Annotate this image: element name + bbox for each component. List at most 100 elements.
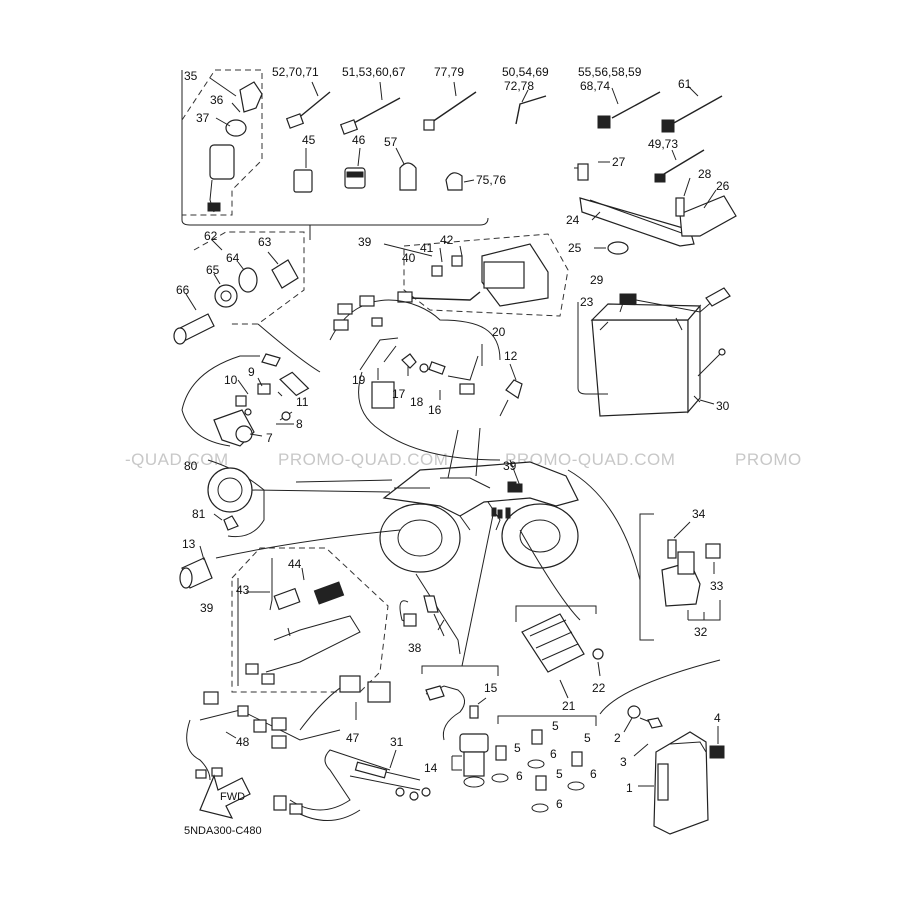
callout-57: 57 — [384, 135, 398, 149]
nut-part — [225, 119, 247, 137]
battery-group — [577, 287, 731, 417]
callout-42: 42 — [440, 233, 454, 247]
coupler-row — [293, 147, 475, 193]
switch-coupler — [207, 202, 221, 212]
callout-48: 48 — [236, 735, 250, 749]
callout-72-78: 72,78 — [504, 79, 534, 93]
callout-66: 66 — [176, 283, 190, 297]
callout-6c: 6 — [590, 767, 597, 781]
neutral-switch-group — [399, 573, 461, 655]
callout-39-center: 39 — [503, 459, 517, 473]
key-part — [239, 81, 263, 113]
callout-43: 43 — [236, 583, 250, 597]
callout-62: 62 — [204, 229, 218, 243]
callout-10: 10 — [224, 373, 238, 387]
callout-30: 30 — [716, 399, 730, 413]
callout-20: 20 — [492, 325, 506, 339]
callout-50-54-69: 50,54,69 — [502, 65, 549, 79]
callout-19: 19 — [352, 373, 366, 387]
callout-34: 34 — [692, 507, 706, 521]
callout-55-56-58-59: 55,56,58,59 — [578, 65, 642, 79]
callout-37: 37 — [196, 111, 210, 125]
watermark-band: -QUAD.COM PROMO-QUAD.COM PROMO-QUAD.COM … — [125, 450, 802, 469]
callout-4: 4 — [714, 711, 721, 725]
cdi-unit-group — [599, 659, 725, 835]
callout-77-79: 77,79 — [434, 65, 464, 79]
callout-39-lower: 39 — [200, 601, 214, 615]
callout-2: 2 — [614, 731, 621, 745]
callout-12: 12 — [504, 349, 518, 363]
callout-41: 41 — [420, 241, 434, 255]
callout-11: 11 — [296, 395, 309, 409]
screw-set-group — [491, 715, 597, 813]
callout-27: 27 — [612, 155, 626, 169]
callout-5b: 5 — [552, 719, 559, 733]
callout-36: 36 — [210, 93, 224, 107]
callout-46: 46 — [352, 133, 366, 147]
switch-body — [209, 144, 235, 180]
dc-socket-group — [173, 231, 321, 373]
watermark-1: -QUAD.COM — [125, 450, 229, 469]
callout-39-upper: 39 — [358, 235, 372, 249]
fuse-box-group — [383, 233, 569, 317]
callout-49-73: 49,73 — [648, 137, 678, 151]
callout-25: 25 — [568, 241, 582, 255]
callout-29: 29 — [590, 273, 604, 287]
callout-65: 65 — [206, 263, 220, 277]
callout-40: 40 — [402, 251, 416, 265]
callout-80: 80 — [184, 459, 198, 473]
callout-81: 81 — [192, 507, 206, 521]
callout-26: 26 — [716, 179, 730, 193]
lower-harness-group — [231, 547, 389, 693]
callout-52-70-71: 52,70,71 — [272, 65, 319, 79]
main-switch-group — [207, 77, 263, 213]
speed-sensor-group — [421, 509, 499, 788]
callout-35: 35 — [184, 69, 198, 83]
battery-cable-group — [273, 749, 431, 821]
callout-32: 32 — [694, 625, 708, 639]
callout-68-74: 68,74 — [580, 79, 610, 93]
horn-group — [179, 459, 401, 589]
callout-14: 14 — [424, 761, 438, 775]
ignition-coil-group — [181, 353, 310, 447]
callout-5a: 5 — [514, 741, 521, 755]
callout-13: 13 — [182, 537, 196, 551]
callout-17: 17 — [392, 387, 406, 401]
watermark-3: PROMO-QUAD.COM — [505, 450, 675, 469]
callout-5d: 5 — [556, 767, 563, 781]
callout-63: 63 — [258, 235, 272, 249]
fwd-label: FWD — [220, 791, 245, 803]
callout-labels: 35 36 37 52,70,71 51,53,60,67 77,79 50,5… — [176, 65, 730, 811]
callout-45: 45 — [302, 133, 316, 147]
callout-38: 38 — [408, 641, 422, 655]
callout-6d: 6 — [556, 797, 563, 811]
callout-23: 23 — [580, 295, 594, 309]
battery-bracket-group — [574, 161, 737, 255]
watermark-2: PROMO-QUAD.COM — [278, 450, 448, 469]
callout-18: 18 — [410, 395, 424, 409]
callout-6b: 6 — [550, 747, 557, 761]
harness-upper — [329, 295, 523, 461]
callout-33: 33 — [710, 579, 724, 593]
starter-relay-group — [567, 469, 721, 641]
cable-tie-row — [285, 81, 723, 183]
watermark-4: PROMO — [735, 450, 802, 469]
callout-51-53-60-67: 51,53,60,67 — [342, 65, 406, 79]
callout-22: 22 — [592, 681, 606, 695]
top-group-bracket — [181, 69, 489, 240]
callout-61: 61 — [678, 77, 692, 91]
fwd-arrow: FWD — [199, 774, 251, 819]
callout-1: 1 — [626, 781, 633, 795]
callout-21: 21 — [562, 699, 576, 713]
callout-6a: 6 — [516, 769, 523, 783]
callout-9: 9 — [248, 365, 255, 379]
callout-7: 7 — [266, 431, 273, 445]
callout-44: 44 — [288, 557, 302, 571]
diagram-code: 5NDA300-C480 — [184, 825, 262, 837]
callout-8: 8 — [296, 417, 303, 431]
callout-16: 16 — [428, 403, 442, 417]
callout-47: 47 — [346, 731, 360, 745]
callout-64: 64 — [226, 251, 240, 265]
callout-24: 24 — [566, 213, 580, 227]
